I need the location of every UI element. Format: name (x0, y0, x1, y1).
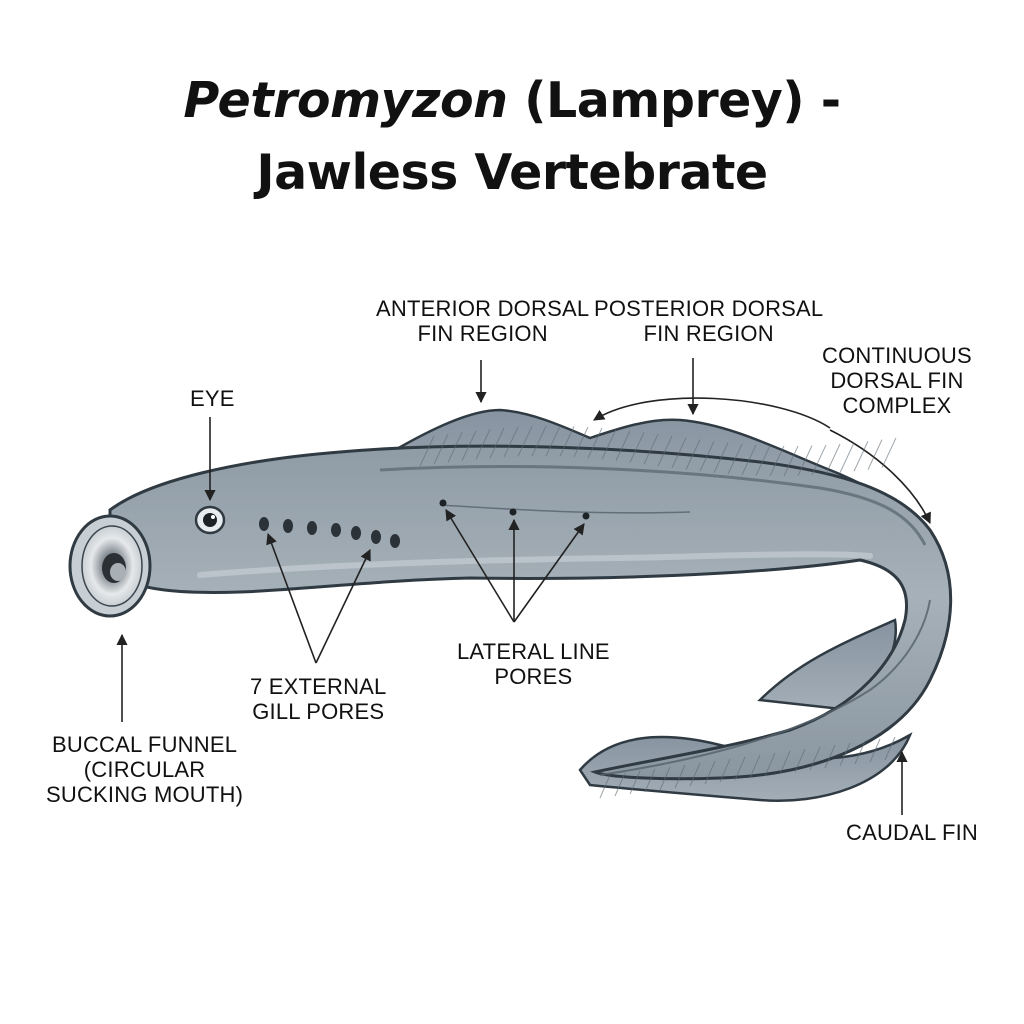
label-caudal-fin: CAUDAL FIN (846, 820, 978, 845)
diagram-title-line-2: Jawless Vertebrate (256, 144, 768, 201)
label-line: COMPLEX (842, 393, 952, 418)
label-buccal-funnel: BUCCAL FUNNEL (CIRCULAR SUCKING MOUTH) (46, 732, 243, 807)
label-line: BUCCAL FUNNEL (51, 732, 238, 757)
label-gill-pores: 7 EXTERNAL GILL PORES (250, 674, 387, 724)
label-line: FIN REGION (643, 321, 774, 346)
label-eye: EYE (190, 386, 235, 411)
label-line: FIN REGION (417, 321, 548, 346)
label-line: 7 EXTERNAL (250, 674, 387, 699)
label-posterior-dorsal-fin: POSTERIOR DORSAL FIN REGION (594, 296, 823, 346)
title-common-name: (Lamprey) - (507, 72, 841, 129)
eye (194, 505, 226, 535)
leader-lines (116, 358, 931, 815)
label-line: (CIRCULAR (83, 757, 206, 782)
lateral-line-pores (439, 499, 590, 520)
title-genus: Petromyzon (183, 72, 508, 129)
label-line: DORSAL FIN (830, 368, 964, 393)
label-line: ANTERIOR DORSAL (376, 296, 590, 321)
label-line: CAUDAL FIN (846, 820, 978, 845)
label-line: GILL PORES (252, 699, 385, 724)
label-anterior-dorsal-fin: ANTERIOR DORSAL FIN REGION (376, 296, 589, 346)
diagram-title-line-1: Petromyzon (Lamprey) - (0, 76, 1024, 125)
label-line: CONTINUOUS (822, 343, 972, 368)
label-line: EYE (190, 386, 235, 411)
label-line: POSTERIOR DORSAL (594, 296, 824, 321)
label-line: SUCKING MOUTH) (46, 782, 244, 807)
label-line: LATERAL LINE (457, 639, 610, 664)
label-lateral-line-pores: LATERAL LINE PORES (457, 639, 610, 689)
label-line: PORES (494, 664, 573, 689)
label-continuous-dorsal-fin: CONTINUOUS DORSAL FIN COMPLEX (822, 343, 972, 418)
lamprey-body (108, 444, 953, 781)
gill-pores (259, 517, 400, 548)
fin-ray-hatching (419, 425, 897, 799)
buccal-funnel (68, 514, 152, 618)
